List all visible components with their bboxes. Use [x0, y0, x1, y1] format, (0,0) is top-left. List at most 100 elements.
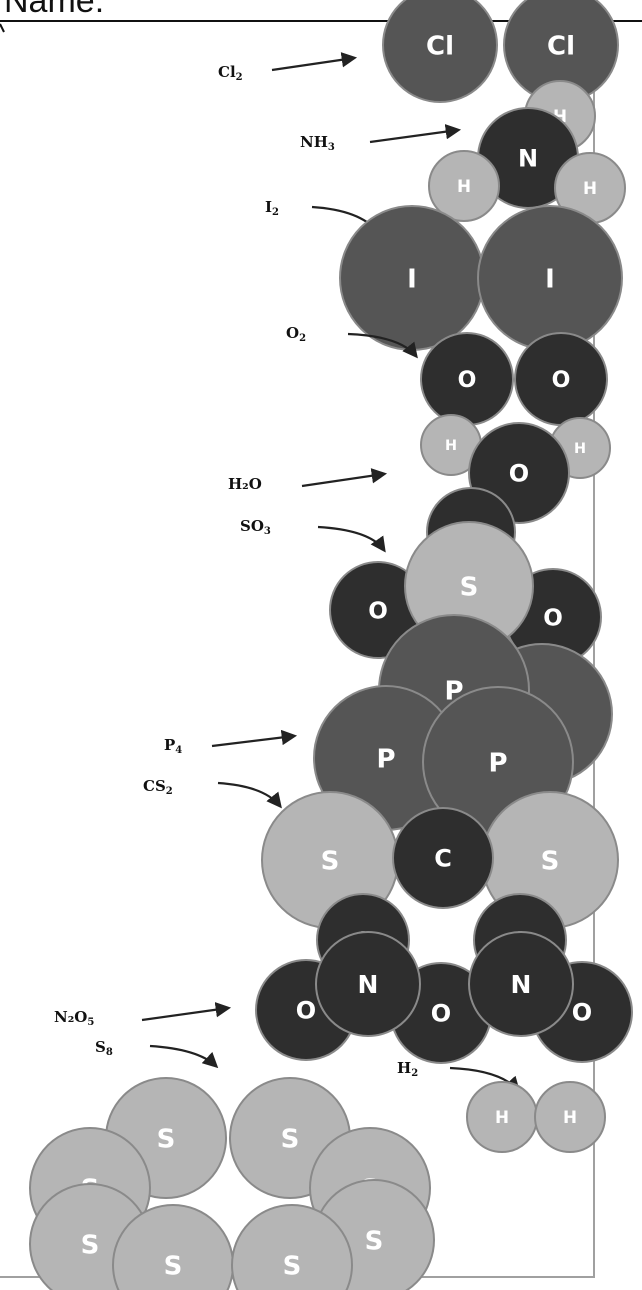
cs2-formula-sub: 2 — [166, 786, 173, 797]
cs2-atom-2: C — [392, 807, 494, 909]
atom-circle — [231, 1204, 353, 1290]
i2-formula-sub: 2 — [272, 207, 279, 218]
atom-label: H — [457, 176, 471, 196]
atom-circle — [315, 931, 421, 1037]
molecule-i2: I2I I — [265, 198, 623, 351]
o2-atom-1: O — [514, 332, 608, 426]
atom-label: H — [574, 441, 586, 457]
atom-label: S — [321, 846, 340, 876]
so3-formula-main: SO — [240, 517, 264, 535]
o2-atom-0: O — [420, 332, 514, 426]
h2-atom-1: H — [534, 1081, 606, 1153]
h2o-arrow — [301, 468, 388, 488]
name-label: Name: — [4, 0, 104, 20]
atom-label: O — [458, 368, 477, 393]
atom-label: O — [552, 368, 571, 393]
molecules: Cl2ClClNH3HNHHI2IIO2OOH₂OHHOSO3OOOSP4PPP… — [29, 0, 633, 1290]
nh3-formula-sub: 3 — [328, 142, 335, 153]
atom-label: S — [283, 1251, 302, 1281]
atom-circle — [382, 0, 498, 103]
cs2-formula-main: CS — [143, 777, 166, 795]
atom-label: P — [488, 748, 507, 778]
atom-label: O — [296, 997, 316, 1025]
cl2-atom-0: Cl — [382, 0, 498, 103]
atom-label: H — [583, 178, 597, 198]
p4-formula-main: P — [164, 736, 175, 754]
atom-label: O — [572, 999, 592, 1027]
atom-label: H — [495, 1107, 509, 1127]
atom-label: S — [164, 1251, 183, 1281]
o2-formula-sub: 2 — [299, 333, 306, 344]
atom-label: S — [157, 1124, 176, 1154]
nh3-formula: NH3 — [300, 133, 335, 153]
i2-atom-1: I — [477, 205, 623, 351]
atom-circle — [392, 807, 494, 909]
p4-formula-sub: 4 — [175, 745, 182, 756]
o2-formula-main: O — [286, 324, 299, 342]
molecule-n2o5: N₂O5OOOOONN — [54, 893, 633, 1064]
atom-label: Cl — [547, 31, 575, 61]
n2o5-formula: N₂O5 — [54, 1008, 94, 1028]
s8-atom-7: S — [231, 1204, 353, 1290]
atom-label: I — [545, 264, 555, 294]
atom-label: S — [81, 1230, 100, 1260]
i2-atom-0: I — [339, 205, 485, 351]
atom-label: P — [376, 744, 395, 774]
s8-formula-sub: 8 — [106, 1047, 113, 1058]
h2o-formula-main: H₂O — [228, 475, 262, 493]
atom-label: C — [434, 845, 452, 873]
atom-circle — [534, 1081, 606, 1153]
h2-formula-sub: 2 — [411, 1068, 418, 1079]
n2o5-atom-6: N — [468, 931, 574, 1037]
atom-label: H — [445, 438, 457, 454]
cs2-formula: CS2 — [143, 777, 173, 797]
atom-label: S — [460, 572, 479, 602]
frame-corner — [0, 23, 5, 33]
so3-formula-sub: 3 — [264, 526, 271, 537]
molecule-s8: S8SSSSSSSS — [29, 1038, 435, 1290]
atom-label: H — [563, 1107, 577, 1127]
cl2-arrow — [271, 52, 358, 72]
cs2-arrow — [217, 781, 282, 809]
atom-label: N — [511, 970, 532, 999]
cl2-atom-1: Cl — [503, 0, 619, 103]
p4-arrow — [211, 729, 298, 748]
n2o5-formula-main: N₂O — [54, 1008, 87, 1026]
atom-label: S — [281, 1124, 300, 1154]
s8-formula-main: S — [95, 1038, 106, 1056]
nh3-arrow — [369, 124, 462, 144]
h2-formula-main: H — [397, 1059, 411, 1077]
n2o5-atom-5: N — [315, 931, 421, 1037]
i2-formula: I2 — [265, 198, 279, 218]
atom-label: S — [365, 1226, 384, 1256]
so3-formula: SO3 — [240, 517, 271, 537]
nh3-atom-3: H — [554, 152, 626, 224]
nh3-atom-1: N — [477, 107, 579, 209]
s8-arrow — [149, 1044, 219, 1069]
cl2-formula-main: Cl — [218, 63, 236, 81]
atom-label: Cl — [426, 31, 454, 61]
h2-formula: H2 — [397, 1059, 418, 1079]
n2o5-arrow — [141, 1002, 232, 1022]
atom-label: O — [431, 1000, 451, 1028]
s8-formula: S8 — [95, 1038, 113, 1058]
atom-circle — [428, 150, 500, 222]
cl2-formula-sub: 2 — [236, 72, 243, 83]
atom-label: O — [368, 598, 388, 624]
atom-circle — [468, 931, 574, 1037]
nh3-atom-2: H — [428, 150, 500, 222]
h2-atom-0: H — [466, 1081, 538, 1153]
atom-label: I — [407, 264, 417, 294]
cl2-formula: Cl2 — [218, 63, 243, 83]
h2o-formula: H₂O — [228, 475, 262, 493]
o2-formula: O2 — [286, 324, 306, 344]
nh3-formula-main: NH — [300, 133, 328, 151]
o2-arrow — [347, 332, 418, 359]
